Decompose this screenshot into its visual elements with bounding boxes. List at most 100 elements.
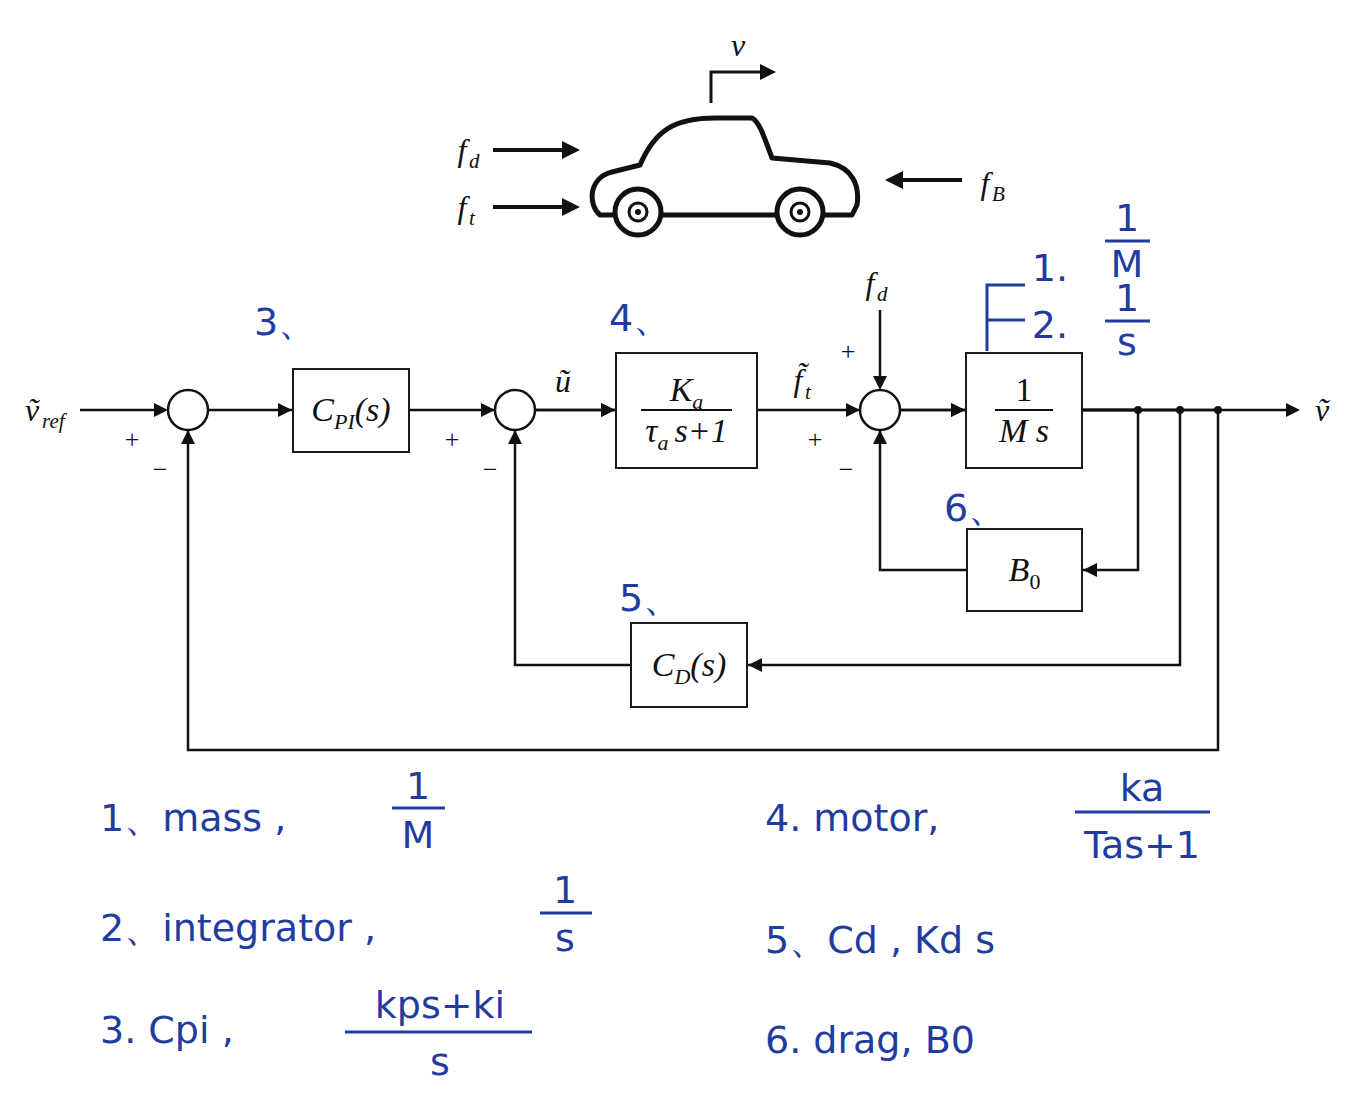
annotation-text: 5、Cd , Kd s <box>765 921 995 959</box>
block-text: (s) <box>355 390 391 429</box>
plus-sign: + <box>125 427 140 453</box>
minus-sign: − <box>153 457 168 483</box>
block-content: CPI(s) <box>307 390 394 429</box>
summing-junction <box>860 390 900 430</box>
signal-subscript: t <box>805 382 811 403</box>
callout-number: 1. <box>1032 249 1068 287</box>
subscript-text: 0 <box>1029 569 1040 594</box>
wheel <box>615 189 661 235</box>
arrowhead <box>760 64 776 80</box>
callout-number: 6、 <box>944 489 1006 527</box>
block-expression: B0 <box>1005 550 1045 589</box>
subscript-text: PI <box>334 409 355 434</box>
signal-label: f̃ <box>794 364 803 396</box>
arrowhead <box>873 376 887 390</box>
arrowhead <box>562 198 580 216</box>
fraction-bar <box>345 1031 532 1034</box>
force-subscript: d <box>469 151 480 172</box>
disturbance-wire <box>879 310 882 380</box>
annotation-text: 2、integrator , <box>100 909 376 947</box>
signal-subscript: ref <box>42 411 65 432</box>
signal-label: ṽ <box>1315 394 1329 426</box>
signal-connector <box>515 410 630 665</box>
block-expression: CD(s) <box>648 645 730 684</box>
minus-sign: − <box>839 457 854 483</box>
force-arrow <box>493 205 565 209</box>
branch-dot <box>1134 406 1142 414</box>
force-label: f <box>458 191 467 223</box>
wheel-axle <box>635 209 641 215</box>
fraction-part: kps+ki <box>375 986 505 1024</box>
controller-block: CPI(s) <box>292 368 410 453</box>
mass-block: 1M s <box>965 352 1083 469</box>
branch-dot <box>1176 406 1184 414</box>
force-subscript: t <box>469 208 475 229</box>
handwritten-marks <box>345 241 1210 1032</box>
fraction-bar <box>540 912 592 915</box>
annotation-text: 3. Cpi , <box>100 1011 234 1049</box>
arrowhead <box>885 171 903 189</box>
arrowhead <box>481 403 495 417</box>
annotation-text: 1、mass , <box>100 799 286 837</box>
arrowhead <box>873 430 887 444</box>
fraction-part: 1 <box>406 767 430 805</box>
block-text: s+1 <box>674 411 727 450</box>
velocity-arrow <box>711 72 762 103</box>
subscript-text: a <box>657 430 668 455</box>
block-text: 1 <box>1016 370 1033 409</box>
summing-junction <box>495 390 535 430</box>
arrowhead <box>562 141 580 159</box>
fraction-part: Tas+1 <box>1084 826 1200 864</box>
plus-sign: + <box>445 427 460 453</box>
plus-sign: + <box>808 427 823 453</box>
drag-block: B0 <box>966 528 1083 612</box>
fraction-part: 1 <box>553 871 577 909</box>
denominator: τas+1 <box>641 409 731 450</box>
car-illustration <box>493 64 962 235</box>
plus-sign: + <box>841 339 856 365</box>
callout-number: 5、 <box>619 579 681 617</box>
signal-label: f <box>866 267 875 299</box>
block-content: Kaτas+1 <box>641 370 731 450</box>
force-arrow <box>900 178 962 182</box>
block-text: M s <box>999 411 1049 450</box>
arrowhead <box>181 430 195 444</box>
annotation-text: 6. drag, B0 <box>765 1021 975 1059</box>
wheel-axle <box>797 209 803 215</box>
arrowhead <box>508 430 522 444</box>
signal-connector <box>748 410 1180 665</box>
fraction-part: ka <box>1120 769 1165 807</box>
block-text: C <box>311 390 334 429</box>
numerator: Ka <box>666 370 708 409</box>
block-text: C <box>652 645 675 684</box>
block-text: B <box>1009 550 1030 589</box>
block-expression: CPI(s) <box>307 390 394 429</box>
wheel-hub <box>791 203 809 221</box>
fraction-bar <box>1075 811 1210 814</box>
force-label: f <box>458 134 467 166</box>
block-text: (s) <box>690 645 726 684</box>
fraction-bar <box>1105 240 1150 243</box>
subscript-text: D <box>674 664 690 689</box>
numerator: 1 <box>1012 370 1037 409</box>
block-content: 1M s <box>995 370 1053 450</box>
fraction-part: 1 <box>1115 279 1139 317</box>
signal-subscript: d <box>877 284 888 305</box>
denominator: M s <box>995 409 1053 450</box>
block-text: τ <box>645 411 657 450</box>
fraction-part: s <box>1117 323 1137 361</box>
callout-number: 2. <box>1032 306 1068 344</box>
annotation-bracket <box>987 285 1025 351</box>
fraction-part: 1 <box>1115 199 1139 237</box>
annotation-text: 4. motor, <box>765 799 939 837</box>
force-label: f <box>981 167 990 199</box>
force-subscript: B <box>992 184 1005 205</box>
wheel <box>777 189 823 235</box>
signal-connector <box>1083 410 1138 570</box>
minus-sign: − <box>483 457 498 483</box>
arrowhead <box>1286 403 1300 417</box>
block-content: B0 <box>1005 550 1045 589</box>
callout-number: 3、 <box>254 303 316 341</box>
block-content: CD(s) <box>648 645 730 684</box>
velocity-label: v <box>731 29 745 61</box>
